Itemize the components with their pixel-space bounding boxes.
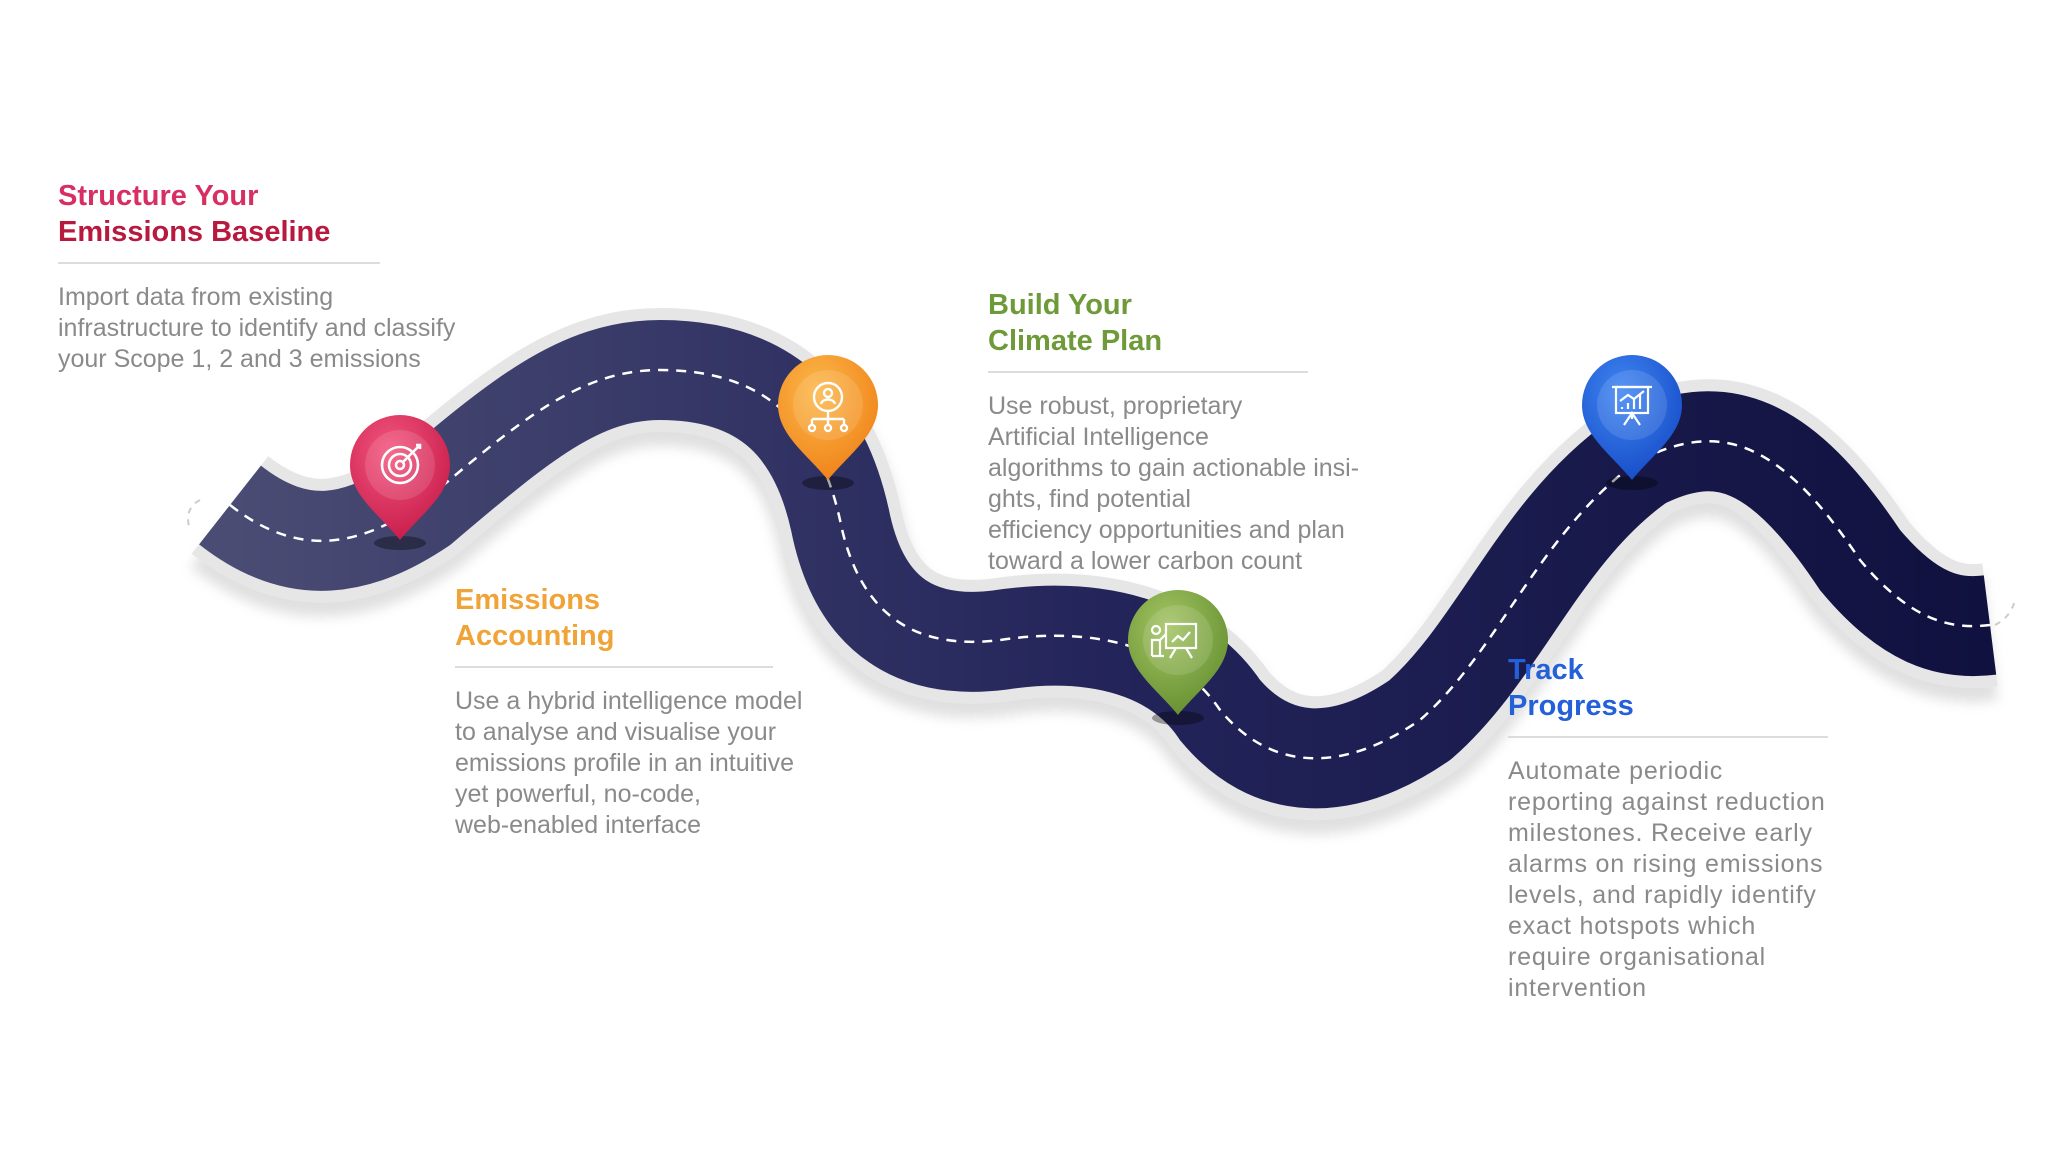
step-title-line: Climate Plan bbox=[988, 325, 1163, 357]
step-body-line: Automate periodic bbox=[1508, 757, 1724, 785]
chart-board-icon bbox=[1612, 385, 1652, 426]
step-description: Use robust, proprietary Artificial Intel… bbox=[988, 391, 1408, 577]
divider bbox=[1508, 736, 1828, 738]
step-body-line: intervention bbox=[1508, 974, 1647, 1002]
step-title: Structure Your Emissions Baseline bbox=[58, 178, 498, 250]
step-description: Use a hybrid intelligence model to analy… bbox=[455, 686, 835, 841]
step-body-line: toward a lower carbon count bbox=[988, 547, 1303, 575]
target-icon bbox=[380, 443, 422, 485]
step-body-line: ghts, find potential bbox=[988, 485, 1191, 513]
step-body-line: to analyse and visualise your bbox=[455, 718, 777, 746]
step-title: Emissions Accounting bbox=[455, 582, 835, 654]
pin-climate-plan bbox=[1128, 590, 1228, 725]
step-climate-plan: Build Your Climate Plan Use robust, prop… bbox=[988, 287, 1408, 577]
divider bbox=[988, 371, 1308, 373]
step-body-line: levels, and rapidly identify bbox=[1508, 881, 1817, 909]
pin-structure-baseline bbox=[350, 415, 450, 550]
step-body-line: milestones. Receive early bbox=[1508, 819, 1813, 847]
step-title-line: Emissions bbox=[455, 584, 601, 616]
step-body-line: algorithms to gain actionable insi- bbox=[988, 454, 1360, 482]
step-track-progress: Track Progress Automate periodic reporti… bbox=[1508, 652, 1928, 1004]
pin-track-progress bbox=[1582, 355, 1682, 490]
step-title-line: Build Your bbox=[988, 289, 1132, 321]
step-body-line: web-enabled interface bbox=[455, 811, 701, 839]
step-title: Track Progress bbox=[1508, 652, 1928, 724]
step-body-line: your Scope 1, 2 and 3 emissions bbox=[58, 345, 421, 373]
step-title: Build Your Climate Plan bbox=[988, 287, 1408, 359]
road-tail-right bbox=[1994, 599, 2016, 626]
step-body-line: yet powerful, no-code, bbox=[455, 780, 701, 808]
step-title-line: Progress bbox=[1508, 690, 1634, 722]
step-emissions-accounting: Emissions Accounting Use a hybrid intell… bbox=[455, 582, 835, 841]
network-user-icon bbox=[807, 381, 849, 433]
step-body-line: exact hotspots which bbox=[1508, 912, 1757, 940]
step-body-line: Use a hybrid intelligence model bbox=[455, 687, 803, 715]
divider bbox=[455, 666, 773, 668]
step-body-line: Import data from existing bbox=[58, 283, 334, 311]
divider bbox=[58, 262, 380, 264]
step-body-line: emissions profile in an intuitive bbox=[455, 749, 795, 777]
step-body-line: infrastructure to identify and classify bbox=[58, 314, 456, 342]
step-body-line: Artificial Intelligence bbox=[988, 423, 1209, 451]
step-body-line: Use robust, proprietary bbox=[988, 392, 1243, 420]
step-body-line: reporting against reduction bbox=[1508, 788, 1826, 816]
step-title-line: Track bbox=[1508, 654, 1584, 686]
step-description: Automate periodic reporting against redu… bbox=[1508, 756, 1928, 1004]
step-body-line: require organisational bbox=[1508, 943, 1767, 971]
step-description: Import data from existing infrastructure… bbox=[58, 282, 498, 375]
step-title-line: Structure Your bbox=[58, 180, 259, 212]
step-body-line: alarms on rising emissions bbox=[1508, 850, 1824, 878]
pin-emissions-accounting bbox=[778, 355, 878, 490]
presentation-icon bbox=[1150, 622, 1198, 659]
road-tail-left bbox=[187, 499, 201, 531]
step-title-line: Accounting bbox=[455, 620, 615, 652]
step-body-line: efficiency opportunities and plan bbox=[988, 516, 1345, 544]
step-structure-baseline: Structure Your Emissions Baseline Import… bbox=[58, 178, 498, 375]
step-title-line: Emissions Baseline bbox=[58, 216, 331, 248]
